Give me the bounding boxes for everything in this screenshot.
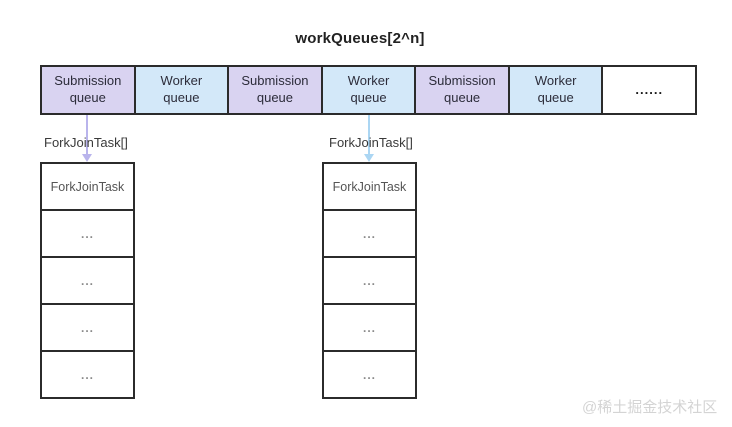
queue-cell-submission-1: Submission queue xyxy=(42,67,136,113)
task-cell: ... xyxy=(362,367,376,382)
task-array-label-2: ForkJoinTask[] xyxy=(329,135,413,150)
task-cell: ... xyxy=(324,305,415,352)
task-cell: ... xyxy=(42,305,133,352)
task-cell: ... xyxy=(324,258,415,305)
diagram-title: workQueues[2^n] xyxy=(295,30,425,47)
arrow-submission-to-task-array xyxy=(86,115,88,154)
queue-cell-worker-3: Worker queue xyxy=(509,67,604,113)
queue-cell-ellipsis: ...... xyxy=(603,67,696,113)
task-cell: ... xyxy=(324,211,415,258)
queue-cell-submission-2: Submission queue xyxy=(229,67,323,113)
task-array-stack-1: ForkJoinTask ... ... ... ... xyxy=(40,162,135,399)
task-cell: ForkJoinTask xyxy=(42,164,133,211)
task-array-stack-2: ForkJoinTask ... ... ... ... xyxy=(322,162,417,399)
watermark: @稀土掘金技术社区 xyxy=(582,399,718,416)
task-cell: ... xyxy=(80,367,94,382)
task-array-label-1: ForkJoinTask[] xyxy=(44,135,128,150)
task-cell: ForkJoinTask xyxy=(324,164,415,211)
arrow-down-icon xyxy=(82,154,92,162)
queue-cell-worker-1: Worker queue xyxy=(135,67,230,113)
arrow-worker-to-task-array xyxy=(368,115,370,154)
task-cell: ... xyxy=(42,211,133,258)
work-queues-row: Submission queue Worker queue Submission… xyxy=(40,65,697,115)
queue-cell-submission-3: Submission queue xyxy=(416,67,510,113)
queue-cell-worker-2: Worker queue xyxy=(322,67,417,113)
arrow-down-icon xyxy=(364,154,374,162)
task-cell: ... xyxy=(42,258,133,305)
